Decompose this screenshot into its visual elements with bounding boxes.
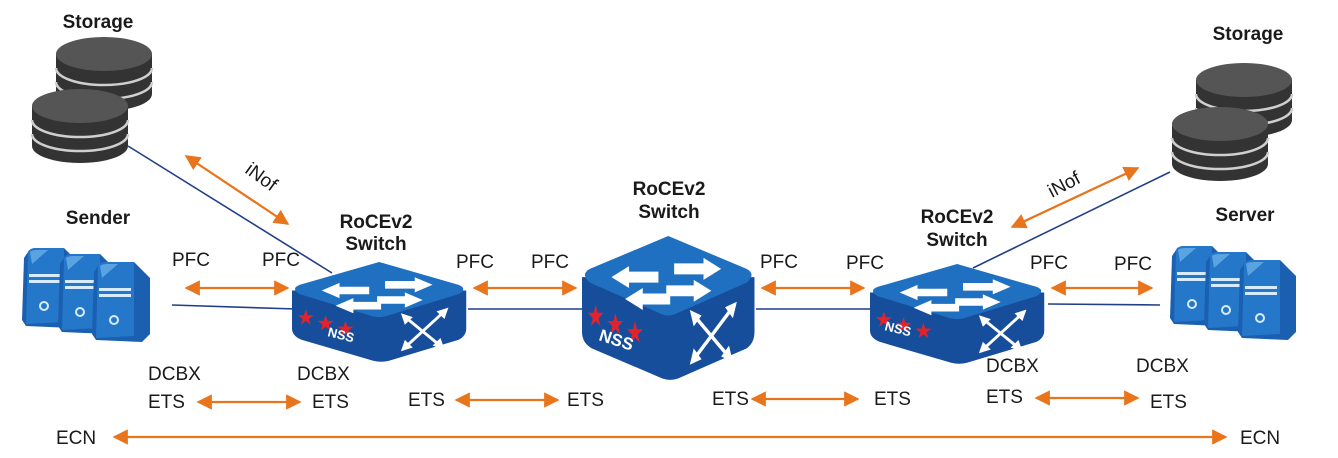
switch-right: NSS RoCEv2 Switch: [868, 207, 1046, 366]
switch-right-brand: NSS: [883, 318, 913, 339]
inof-right-arrow: [1010, 166, 1140, 229]
link-switch-right-to-server: [1047, 303, 1161, 306]
inof-right-label: iNof: [1044, 168, 1084, 203]
network-switch-icon: [582, 236, 754, 380]
dcbx-label: DCBX: [1136, 356, 1189, 377]
ets-label: ETS: [986, 387, 1023, 408]
server-rack-icon: [21, 247, 151, 343]
sender: Sender: [21, 208, 151, 343]
switch-left-label-line2: Switch: [345, 234, 406, 255]
dcbx-label: DCBX: [297, 364, 350, 385]
server-label: Server: [1215, 205, 1275, 226]
ets-label: ETS: [312, 392, 349, 413]
network-switch-icon: [290, 260, 468, 364]
switch-right-label-line1: RoCEv2: [921, 207, 994, 228]
switch-center-label-line2: Switch: [638, 202, 699, 223]
server-rack-icon: [1169, 245, 1297, 341]
dcbx-label: DCBX: [986, 356, 1039, 377]
pfc-label: PFC: [1114, 254, 1152, 275]
ets-label: ETS: [408, 390, 445, 411]
sender-label: Sender: [66, 208, 131, 229]
link-sender-to-switch-left: [171, 304, 297, 310]
pfc-label: PFC: [1030, 253, 1068, 274]
ets-label: ETS: [1150, 392, 1187, 413]
switch-left-label-line1: RoCEv2: [340, 212, 413, 233]
switch-left-brand: NSS: [326, 324, 356, 345]
switch-left: NSS RoCEv2 Switch: [290, 212, 468, 364]
ets-label: ETS: [712, 389, 749, 410]
inof-left-arrow: [184, 155, 290, 225]
server: Server: [1169, 205, 1297, 341]
switch-center-label-line1: RoCEv2: [633, 179, 706, 200]
pfc-label: PFC: [846, 253, 884, 274]
network-switch-icon: [868, 262, 1046, 366]
storage-left-label: Storage: [63, 12, 134, 33]
ets-label: ETS: [148, 392, 185, 413]
protocol-arrows: [112, 155, 1228, 445]
storage-right-label: Storage: [1213, 24, 1284, 45]
dcbx-label: DCBX: [148, 364, 201, 385]
database-icon: [1170, 61, 1294, 183]
storage-left: Storage: [30, 12, 154, 165]
pfc-label: PFC: [531, 252, 569, 273]
pfc-label: PFC: [760, 252, 798, 273]
switch-center: NSS RoCEv2 Switch: [582, 179, 754, 380]
switch-right-label-line2: Switch: [926, 230, 987, 251]
ecn-right-label: ECN: [1240, 428, 1280, 449]
ecn-left-label: ECN: [56, 428, 96, 449]
link-storage-left-to-switch-left: [127, 145, 333, 274]
pfc-label: PFC: [262, 250, 300, 271]
storage-right: Storage: [1170, 24, 1294, 183]
ets-label: ETS: [874, 389, 911, 410]
pfc-label: PFC: [456, 252, 494, 273]
database-icon: [30, 35, 154, 165]
pfc-label: PFC: [172, 250, 210, 271]
inof-left-label: iNof: [241, 159, 281, 196]
ets-label: ETS: [567, 390, 604, 411]
